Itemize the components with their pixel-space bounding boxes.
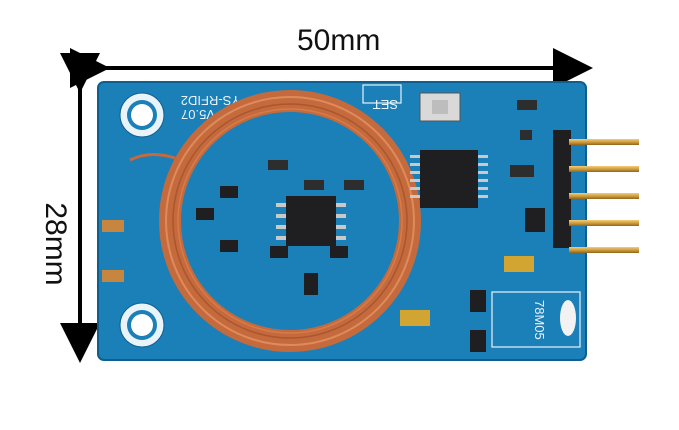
width-dimension-label: 50mm xyxy=(297,24,381,57)
smd-components xyxy=(102,100,545,352)
version-silkscreen: V5.07 xyxy=(181,107,215,122)
driver-ic xyxy=(276,196,346,246)
microcontroller-ic xyxy=(410,150,488,208)
mounting-hole-top xyxy=(119,92,165,138)
regulator-silkscreen: 78M05 xyxy=(532,300,547,340)
height-dimension-label: 28mm xyxy=(39,202,72,286)
pin-header xyxy=(553,130,639,253)
set-silkscreen: SET xyxy=(373,97,398,112)
set-button xyxy=(419,92,461,122)
antenna-coil xyxy=(129,90,421,352)
model-silkscreen: YS-RFID2 xyxy=(181,93,240,108)
mounting-hole-bottom xyxy=(119,302,165,348)
regulator-area: 78M05 xyxy=(491,291,581,348)
silkscreen-text: YS-RFID2 V5.07 SET xyxy=(181,93,398,122)
